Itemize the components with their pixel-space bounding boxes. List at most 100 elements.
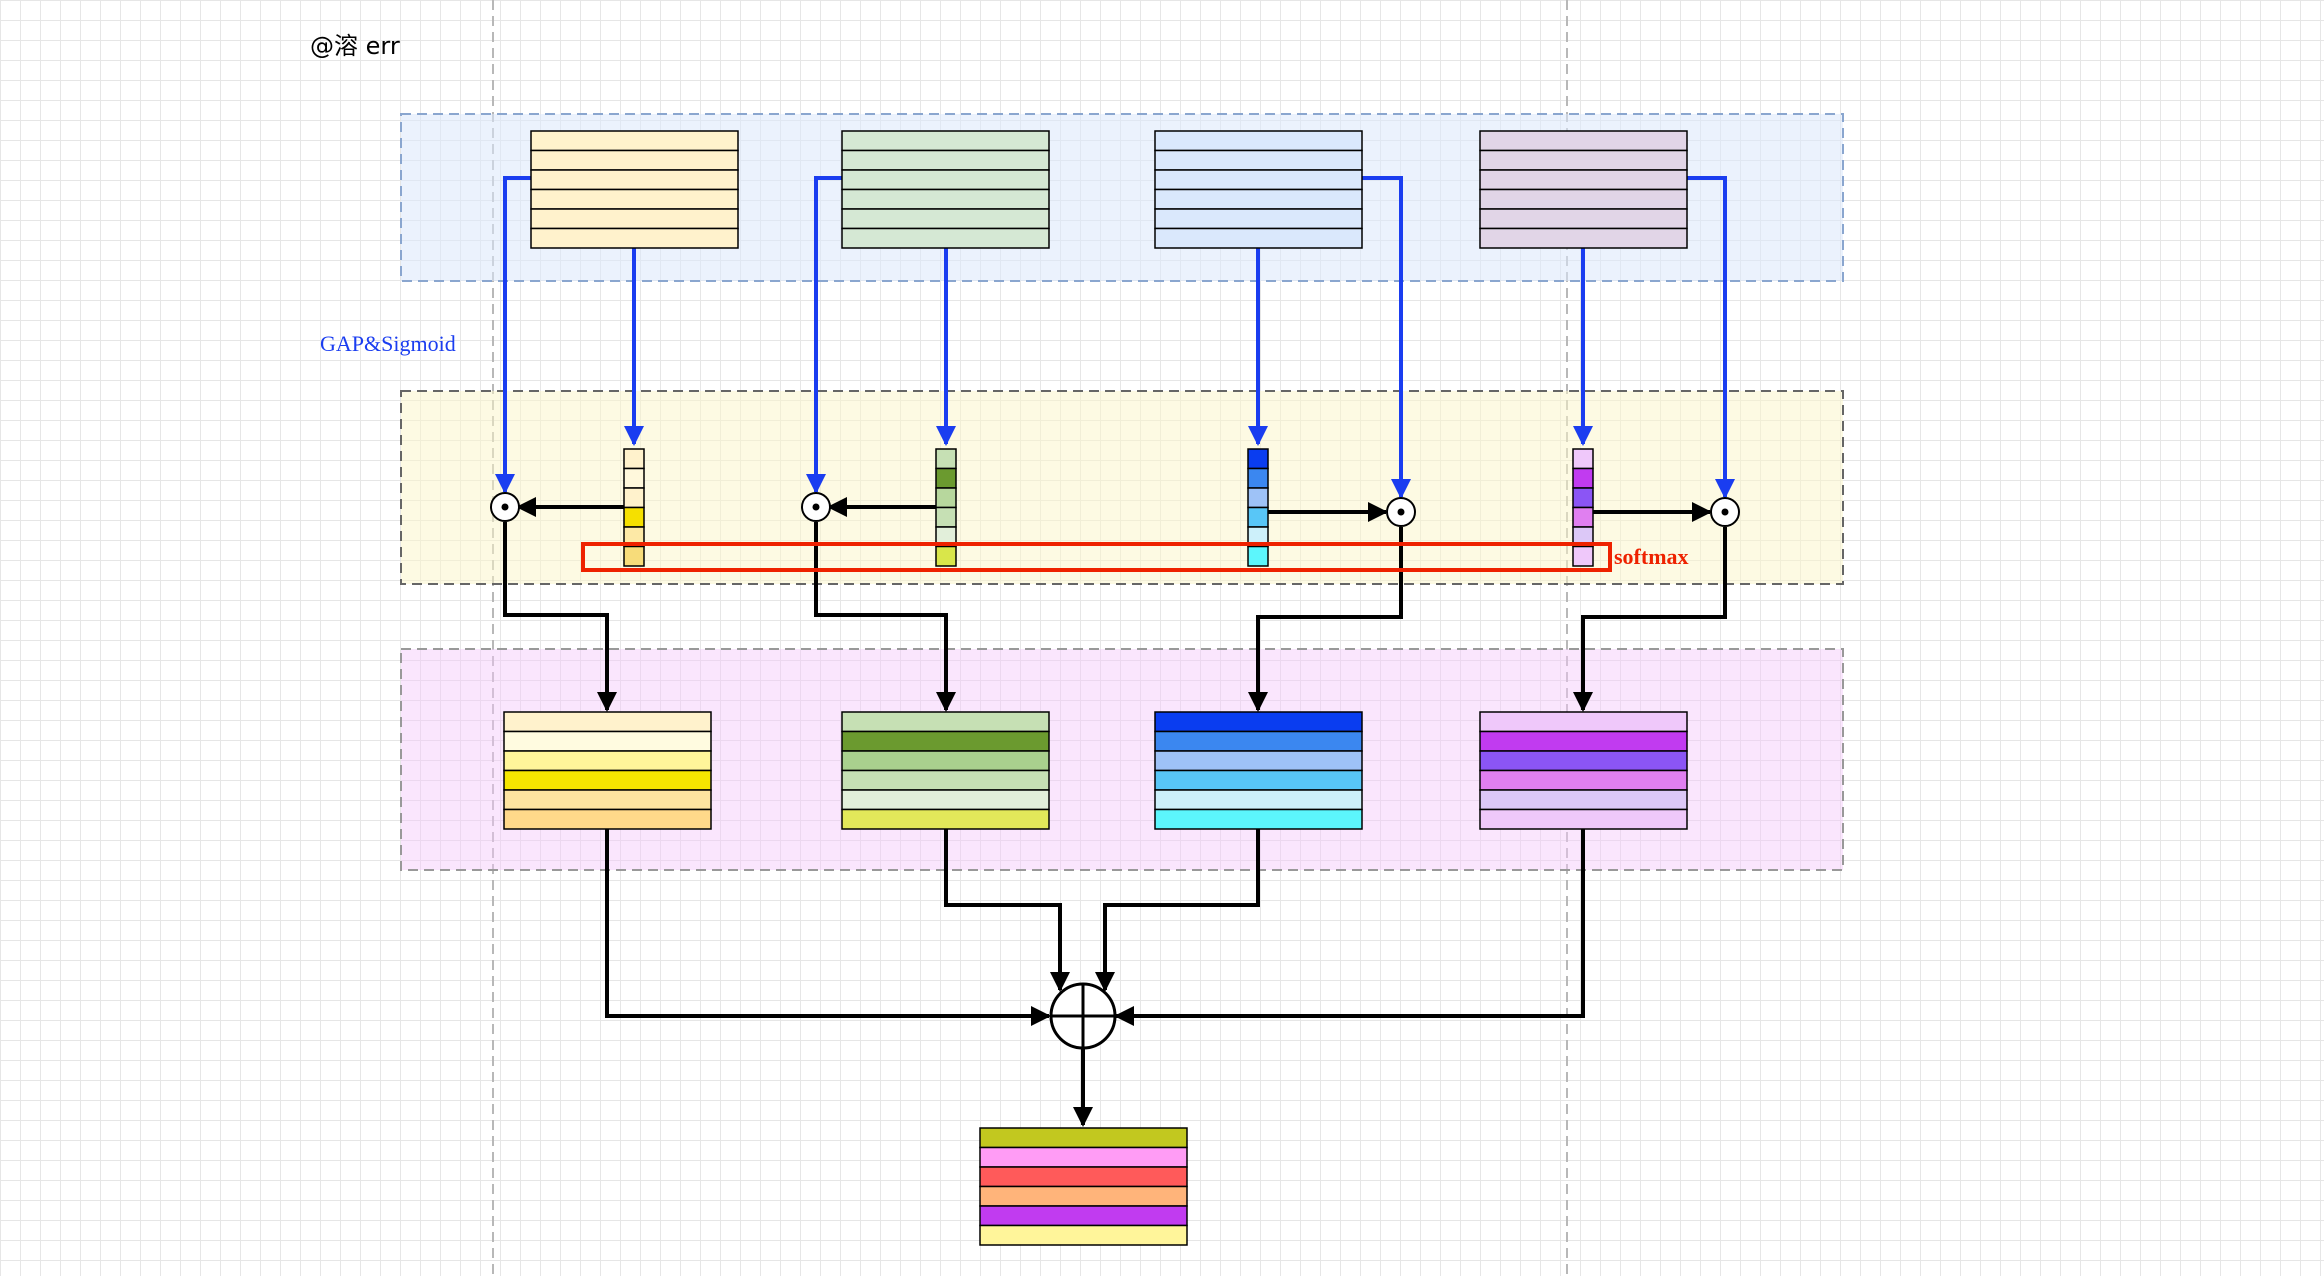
reweighted-feature-map-blue-row (1154, 730, 1363, 752)
oplus-icon (1049, 982, 1117, 1050)
attention-vector-purple-row (1572, 545, 1594, 567)
reweighted-feature-map-purple-row (1479, 750, 1688, 772)
input-feature-map-purple-row (1479, 188, 1688, 210)
reweighted-feature-map-green-row (841, 730, 1050, 752)
attention-vector-purple (1572, 448, 1594, 567)
reweighted-feature-map-purple-row (1479, 711, 1688, 733)
reweighted-feature-map-purple-row (1479, 730, 1688, 752)
reweighted-feature-map-yellow-row (503, 808, 712, 830)
attention-vector-purple-row (1572, 487, 1594, 509)
output-feature-map (979, 1127, 1188, 1246)
attention-vector-blue-row (1247, 467, 1269, 489)
sum-arrow-yellow (605, 829, 1051, 1026)
input-feature-map-blue (1154, 130, 1363, 249)
mul-out-arrow-yellow (503, 522, 617, 712)
reweighted-feature-map-purple-row (1479, 769, 1688, 791)
reweighted-feature-map-green-row (841, 750, 1050, 772)
reweighted-feature-map-blue-row (1154, 808, 1363, 830)
input-feature-map-green-row (841, 208, 1050, 230)
reweighted-feature-map-blue-row (1154, 750, 1363, 772)
softmax-label: softmax (1614, 544, 1689, 569)
reweighted-feature-map-yellow-row (503, 711, 712, 733)
attention-vector-purple-row (1572, 448, 1594, 470)
attention-vector-purple-row (1572, 506, 1594, 528)
skip-arrow-purple (1687, 176, 1735, 499)
attention-vector-green-row (935, 467, 957, 489)
attention-vector-blue (1247, 448, 1269, 567)
input-feature-map-yellow-row (530, 208, 739, 230)
gap-sigmoid-label: GAP&Sigmoid (320, 331, 456, 356)
output-feature-map-row (979, 1185, 1188, 1207)
input-feature-map-purple-row (1479, 208, 1688, 230)
odot-icon (1386, 497, 1416, 527)
attention-vector-yellow-row (623, 545, 645, 567)
input-feature-map-green (841, 130, 1050, 249)
reweighted-feature-map-purple-row (1479, 789, 1688, 811)
attention-vector-purple-row (1572, 467, 1594, 489)
reweighted-feature-map-purple-row (1479, 808, 1688, 830)
softmax-box (581, 542, 1612, 572)
input-feature-map-green-row (841, 130, 1050, 152)
reweighted-feature-map-green-row (841, 789, 1050, 811)
input-feature-map-purple-row (1479, 227, 1688, 249)
input-feature-map-green-row (841, 227, 1050, 249)
input-feature-map-yellow-row (530, 227, 739, 249)
input-feature-map-blue-row (1154, 188, 1363, 210)
feature-blocks (503, 130, 1688, 1246)
skip-arrow-yellow (495, 176, 531, 494)
sum-arrow-blue (1095, 829, 1260, 992)
attention-vector-blue-row (1247, 506, 1269, 528)
reweighted-feature-map-yellow-row (503, 769, 712, 791)
input-feature-map-purple-row (1479, 130, 1688, 152)
input-feature-map-yellow-row (530, 149, 739, 171)
input-feature-map-purple-row (1479, 149, 1688, 171)
input-feature-map-yellow-row (530, 169, 739, 191)
blue-arrows (495, 176, 1735, 499)
attention-vector-green-row (935, 506, 957, 528)
sum-arrow-green (944, 829, 1070, 992)
mul-out-arrow-purple (1573, 527, 1727, 712)
reweighted-feature-map-green (841, 711, 1050, 830)
attention-vector-blue-row (1247, 448, 1269, 470)
reweighted-feature-map-green-row (841, 711, 1050, 733)
reweighted-feature-map-green-row (841, 808, 1050, 830)
attention-vector-green-row (935, 545, 957, 567)
reweighted-feature-map-blue-row (1154, 789, 1363, 811)
odot-icon (1710, 497, 1740, 527)
odot-icon (490, 492, 520, 522)
attention-vector-yellow (623, 448, 645, 567)
multiply-nodes (490, 492, 1740, 527)
reweighted-feature-map-yellow-row (503, 789, 712, 811)
input-feature-map-green-row (841, 188, 1050, 210)
input-feature-map-blue-row (1154, 169, 1363, 191)
reweighted-feature-map-green-row (841, 769, 1050, 791)
input-feature-map-green-row (841, 169, 1050, 191)
attention-vector-green (935, 448, 957, 567)
input-feature-map-yellow-row (530, 130, 739, 152)
input-feature-map-yellow-row (530, 188, 739, 210)
attention-vector-yellow-row (623, 448, 645, 470)
input-feature-map-blue-row (1154, 227, 1363, 249)
sum-arrow-purple (1114, 829, 1585, 1026)
reweighted-feature-map-blue-row (1154, 769, 1363, 791)
input-feature-map-blue-row (1154, 208, 1363, 230)
reweighted-feature-map-yellow (503, 711, 712, 830)
attention-vector-yellow-row (623, 467, 645, 489)
skip-arrow-blue (1362, 176, 1411, 499)
output-feature-map-row (979, 1127, 1188, 1149)
input-feature-map-yellow (530, 130, 739, 249)
reweighted-feature-map-purple (1479, 711, 1688, 830)
attention-vector-yellow-row (623, 487, 645, 509)
attention-vector-yellow-row (623, 506, 645, 528)
reweighted-feature-map-blue-row (1154, 711, 1363, 733)
black-arrows (503, 497, 1727, 1127)
odot-icon (801, 492, 831, 522)
output-feature-map-row (979, 1224, 1188, 1246)
attention-vector-green-row (935, 487, 957, 509)
attention-vector-blue-row (1247, 545, 1269, 567)
watermark: @溶 err (310, 32, 400, 60)
output-feature-map-row (979, 1166, 1188, 1188)
input-feature-map-blue-row (1154, 149, 1363, 171)
reweighted-feature-map-blue (1154, 711, 1363, 830)
output-feature-map-row (979, 1146, 1188, 1168)
